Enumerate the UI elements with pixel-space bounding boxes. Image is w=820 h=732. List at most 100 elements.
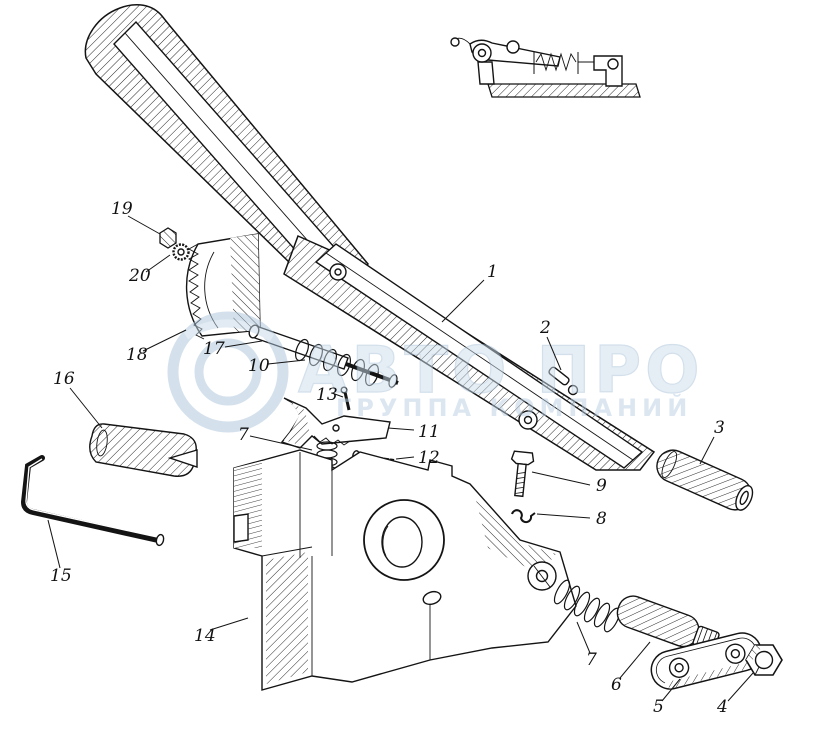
callout-9-label: 9 [596,476,607,496]
callout-14-label: 14 [194,626,216,646]
leader-13 [331,392,344,398]
nut-bore [754,650,774,670]
lever-arm-centerline [325,252,634,461]
sector-hatch [230,234,260,332]
watermark: АВТО ПРО ГРУППА КОМПАНИЙ [167,311,704,433]
inset-roller [506,40,520,54]
callout-6-label: 6 [611,675,622,695]
spring-part-7-lower [553,579,621,633]
callout-labels: 1 2 3 4 5 6 7 7 8 9 10 11 12 13 14 15 16… [50,199,728,717]
pawl-teeth [313,435,351,446]
callout-8-label: 8 [596,509,607,529]
callout-20-label: 20 [128,266,151,286]
bracket-edge-3 [261,546,313,557]
clip-part-8 [511,509,536,524]
leader-16 [69,387,103,429]
leader-8 [536,513,591,519]
link-plate-part-5 [650,632,762,690]
bracket-boss-bore [381,516,423,568]
pawl-part-11 [280,397,391,449]
spring-end-washer [388,374,398,388]
watermark-logo-swirl [183,319,275,342]
bracket-left-step [233,513,249,543]
nut-part-19 [159,227,177,249]
nut-facet-line [754,666,760,676]
leader-2 [546,336,562,371]
roller-slot [167,449,198,468]
watermark-logo-outer-ring [167,311,289,433]
coil [553,579,571,605]
callout-12-label: 12 [418,448,440,468]
link-hole-left-bore [674,663,684,673]
lever-part-1 [84,3,656,471]
link-hatch [664,660,756,689]
watermark-subtitle: ГРУППА КОМПАНИЙ [336,393,692,422]
lever-lower-bolt-hole [523,415,533,425]
coil [323,348,337,372]
leader-6 [619,641,651,679]
leader-5 [661,678,681,702]
inset-pivot-hole [477,48,487,58]
nut-facet-hatch [746,645,761,661]
bracket-bore-shadow [382,525,389,557]
bracket-part-14 [233,449,577,691]
coil [593,602,611,628]
callout-7-lower-label: 7 [586,650,597,670]
coil [563,585,581,611]
callout-17-label: 17 [203,339,225,359]
coil [365,363,379,387]
nut-part-4 [745,644,783,676]
callout-11-label: 11 [418,422,440,442]
inset-hook-eye [450,37,460,47]
inset-spring [535,52,577,72]
leader-15 [47,519,61,569]
bolt-head [510,450,535,466]
coil [351,358,365,382]
rod-15-body [20,455,161,543]
leader-10 [267,359,306,365]
bracket-hatch-right-arm [474,492,556,574]
pawl-hole [332,424,340,432]
pin-shaft [343,391,351,411]
pin-part-2 [548,366,579,396]
callout-3-label: 3 [714,418,725,438]
callout-16-label: 16 [53,369,75,389]
callout-1-label: 1 [487,262,498,282]
callout-2-label: 2 [539,318,551,338]
leader-7-upper [249,435,313,451]
callout-10-label: 10 [248,356,270,376]
callout-5-label: 5 [653,697,664,717]
washer-part-20-hole [177,248,185,256]
leader-12 [395,456,415,460]
bracket-hatch-lower-leg [266,552,308,684]
leader-7-lower [576,621,591,654]
roller-end-face [96,429,108,457]
leader-19 [127,215,161,235]
coil [337,353,351,377]
tube-bore [739,490,749,506]
callout-19-label: 19 [111,199,133,219]
leader-4 [727,672,754,702]
inset-right-bracket-hole [607,58,619,70]
inset-base-plate [487,83,641,98]
inset-pedestal [477,61,495,85]
callout-13-label: 13 [316,385,338,405]
leader-1 [441,279,485,323]
leader-11 [387,427,415,431]
inset-assembled-view [450,37,641,98]
lever-pivot-bolt-hole [334,268,342,276]
leader-20 [145,254,171,273]
coil [573,591,591,617]
pin-2-head [567,384,579,396]
leader-lines [47,215,754,702]
coil [309,343,323,367]
leader-3 [699,436,715,465]
leader-17 [224,340,263,348]
callout-15-label: 15 [50,566,72,586]
leader-14 [209,617,249,631]
watermark-brand-text: АВТО ПРО [298,334,704,408]
watermark-logo-inner-ring [194,338,262,406]
pin-2-body [548,366,570,386]
